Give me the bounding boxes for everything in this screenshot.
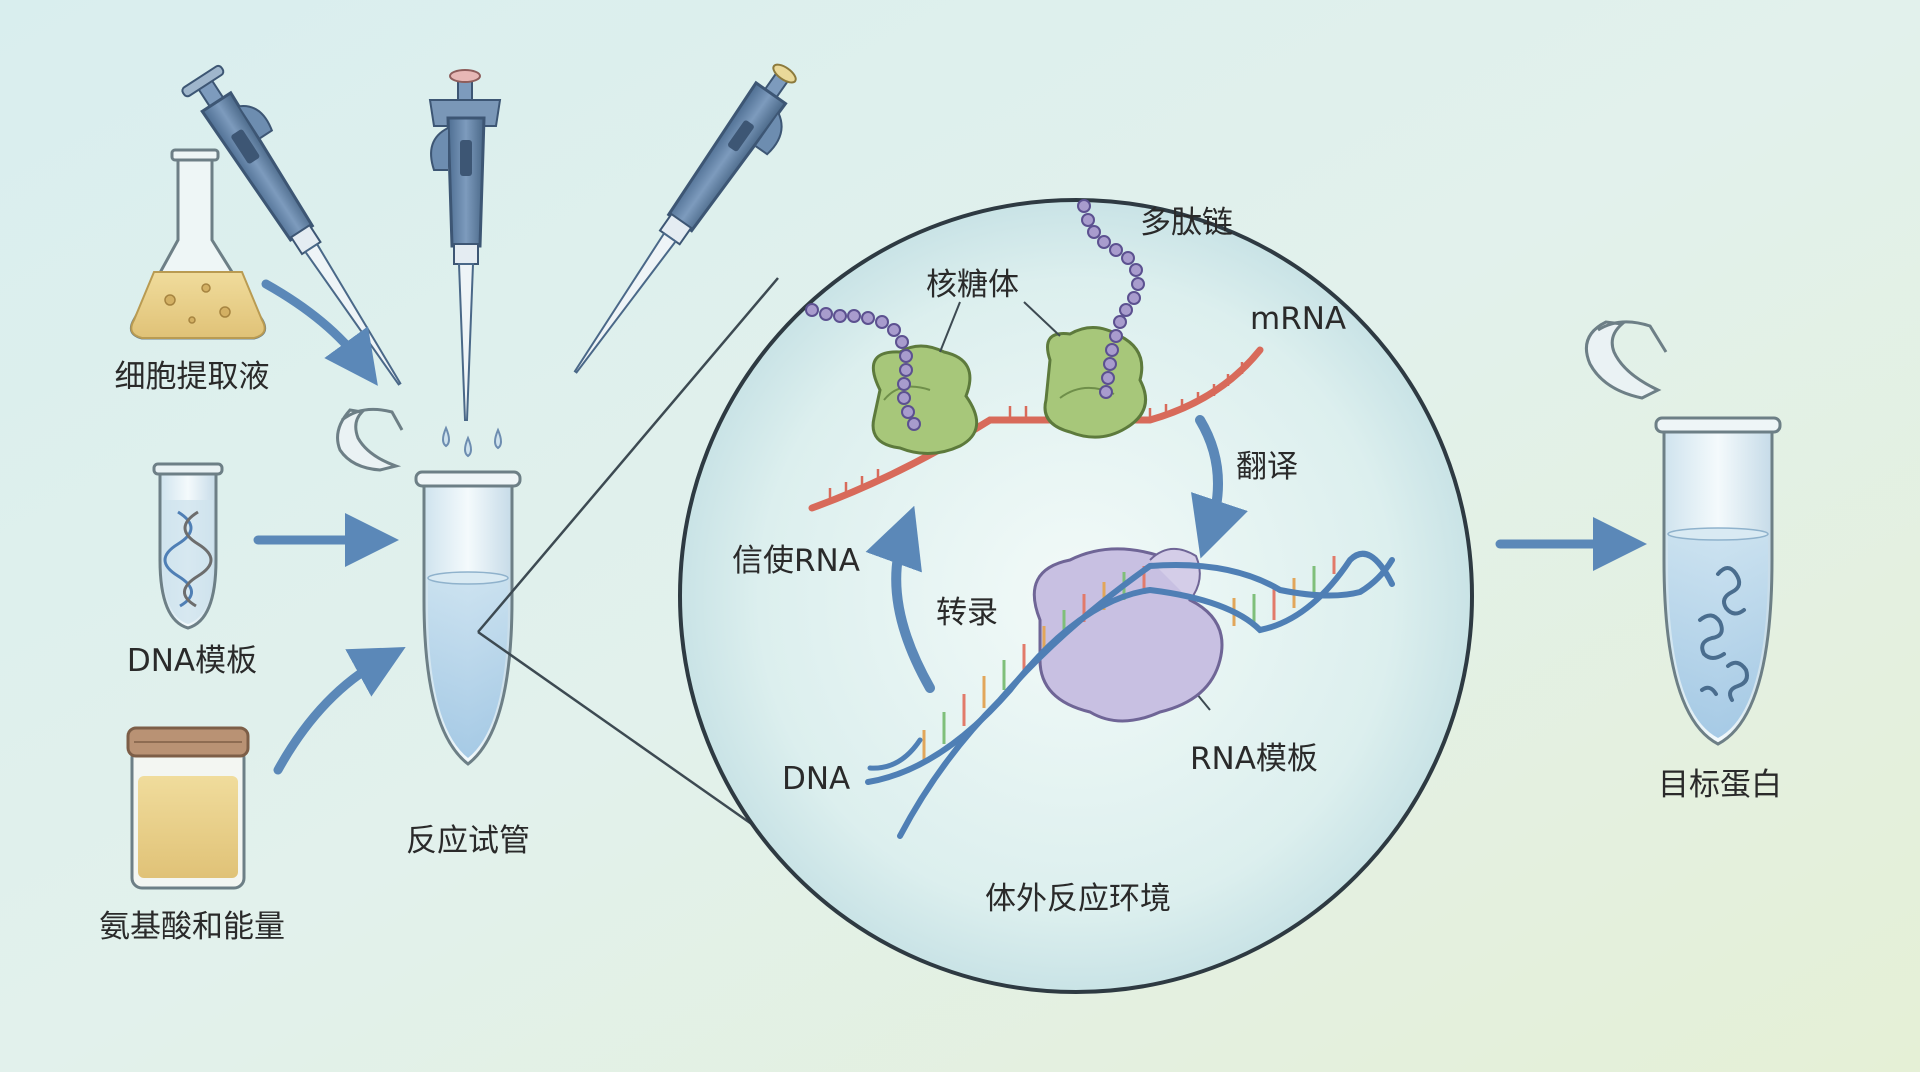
label-reaction-tube: 反应试管 bbox=[406, 823, 530, 859]
dna-helix bbox=[865, 550, 1395, 839]
reaction-tube-icon bbox=[336, 407, 522, 766]
process-arrows bbox=[865, 415, 1248, 693]
label-transcription: 转录 bbox=[936, 595, 998, 631]
label-translation: 翻译 bbox=[1236, 449, 1298, 485]
protein-tube-icon bbox=[1585, 320, 1782, 746]
label-polypeptide: 多肽链 bbox=[1140, 205, 1233, 241]
label-dna-template: DNA模板 bbox=[126, 643, 258, 679]
label-dna: DNA bbox=[782, 761, 851, 797]
dna-tube-icon bbox=[152, 462, 224, 630]
jar-icon bbox=[126, 726, 250, 890]
label-target-protein: 目标蛋白 bbox=[1658, 767, 1782, 803]
zoom-lines bbox=[477, 277, 801, 860]
polypeptide-chains bbox=[805, 199, 1145, 431]
label-cell-extract: 细胞提取液 bbox=[114, 359, 270, 395]
label-ribosome: 核糖体 bbox=[926, 267, 1019, 303]
label-amino-energy: 氨基酸和能量 bbox=[99, 909, 285, 945]
input-arrows bbox=[253, 279, 406, 775]
flask-icon bbox=[129, 148, 267, 340]
label-messenger-rna: 信使RNA bbox=[732, 543, 860, 579]
label-in-vitro-env: 体外反应环境 bbox=[985, 881, 1171, 917]
ribosome-icon bbox=[871, 326, 1148, 455]
pipette-icon bbox=[181, 63, 797, 458]
label-rna-template: RNA模板 bbox=[1190, 741, 1318, 777]
label-mrna: mRNA bbox=[1250, 301, 1347, 337]
